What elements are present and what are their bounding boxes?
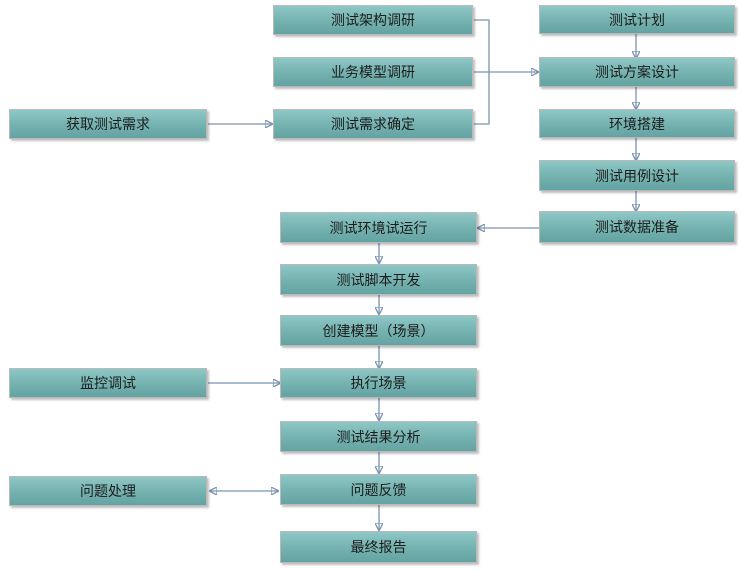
node-label: 测试环境试运行: [329, 220, 428, 237]
node-case-design[interactable]: 测试用例设计: [539, 160, 735, 191]
node-final-report[interactable]: 最终报告: [280, 531, 477, 563]
node-label: 测试计划: [609, 12, 665, 29]
node-issue-feedback[interactable]: 问题反馈: [280, 474, 477, 505]
node-label: 测试用例设计: [595, 168, 679, 185]
node-label: 执行场景: [350, 376, 407, 392]
node-data-prep[interactable]: 测试数据准备: [539, 211, 735, 243]
node-label: 问题处理: [80, 484, 136, 500]
node-test-scheme[interactable]: 测试方案设计: [539, 57, 735, 87]
node-get-requirements[interactable]: 获取测试需求: [9, 109, 207, 139]
node-issue-handling[interactable]: 问题处理: [9, 476, 207, 506]
node-business-model[interactable]: 业务模型调研: [273, 57, 473, 87]
node-label: 测试方案设计: [595, 65, 679, 81]
node-arch-research[interactable]: 测试架构调研: [273, 5, 473, 35]
node-create-model[interactable]: 创建模型（场景）: [280, 315, 477, 346]
node-label: 问题反馈: [350, 482, 407, 499]
node-label: 测试需求确定: [331, 117, 415, 133]
node-label: 测试结果分析: [336, 429, 421, 446]
node-label: 环境搭建: [609, 116, 665, 133]
node-monitor-debug[interactable]: 监控调试: [9, 368, 207, 398]
node-test-plan[interactable]: 测试计划: [539, 5, 735, 34]
node-label: 监控调试: [80, 376, 136, 392]
node-confirm-requirements[interactable]: 测试需求确定: [273, 109, 473, 139]
node-execute-scene[interactable]: 执行场景: [280, 368, 477, 398]
node-env-trial[interactable]: 测试环境试运行: [280, 212, 477, 243]
node-label: 测试脚本开发: [336, 272, 421, 289]
node-label: 业务模型调研: [331, 65, 415, 81]
node-script-dev[interactable]: 测试脚本开发: [280, 264, 477, 295]
node-label: 测试架构调研: [331, 13, 415, 29]
edge-arch-research-to-junction: [474, 19, 490, 72]
node-label: 测试数据准备: [595, 220, 679, 236]
node-label: 创建模型（场景）: [322, 323, 435, 340]
node-env-setup[interactable]: 环境搭建: [539, 109, 735, 138]
node-label: 获取测试需求: [66, 117, 150, 133]
node-label: 最终报告: [350, 540, 407, 556]
node-result-analysis[interactable]: 测试结果分析: [280, 421, 477, 452]
edge-confirm-requirements-to-junction: [474, 72, 490, 125]
